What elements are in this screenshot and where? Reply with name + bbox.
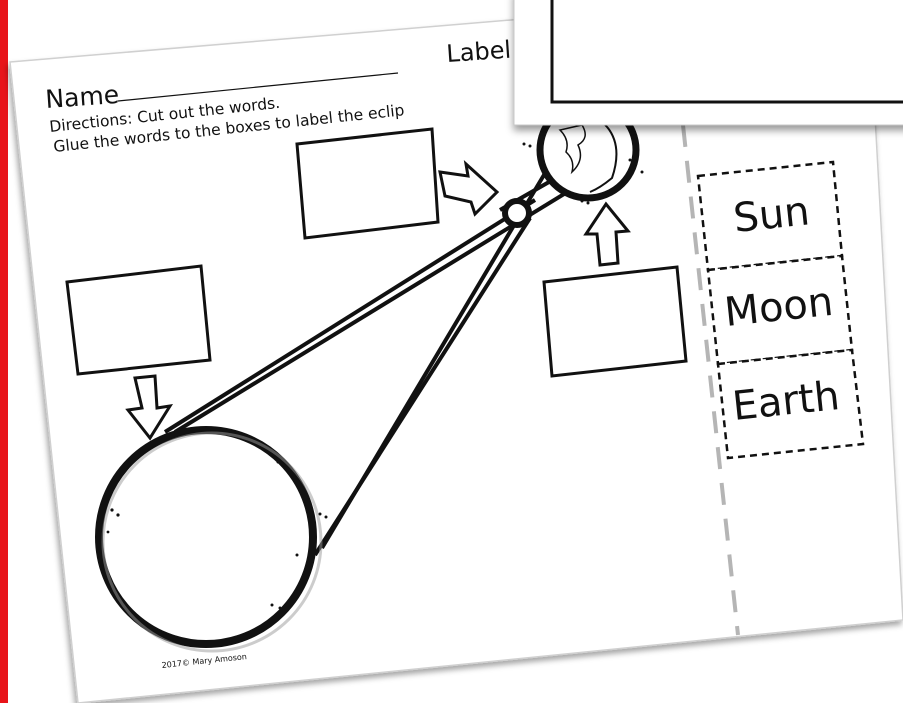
sun-circle xyxy=(95,426,317,648)
cut-dashed-line xyxy=(681,124,740,636)
label-box-top xyxy=(295,127,440,240)
arrow-to-earth xyxy=(583,201,631,267)
worksheet-title: Label xyxy=(445,36,512,68)
earth-shading xyxy=(589,119,618,193)
name-underline xyxy=(117,72,399,102)
sun-circle-shadow xyxy=(101,431,323,653)
sun-speck-marks xyxy=(106,460,328,610)
name-label: Name xyxy=(44,80,120,114)
cut-word-earth: Earth xyxy=(730,373,841,430)
cut-word-boxes xyxy=(696,160,865,460)
overlay-card xyxy=(513,0,903,126)
cut-word-moon: Moon xyxy=(722,279,835,336)
overlay-answer-box xyxy=(550,0,903,104)
cut-word-sun: Sun xyxy=(731,188,811,242)
earth-continent-outline xyxy=(558,124,586,175)
label-box-left xyxy=(65,264,212,376)
label-box-right xyxy=(542,265,688,378)
red-edge-bar xyxy=(0,0,8,703)
arrow-to-moon xyxy=(438,160,500,217)
moon-circle xyxy=(502,198,532,228)
arrow-to-sun xyxy=(125,374,174,441)
earth-speck-marks xyxy=(522,142,644,205)
